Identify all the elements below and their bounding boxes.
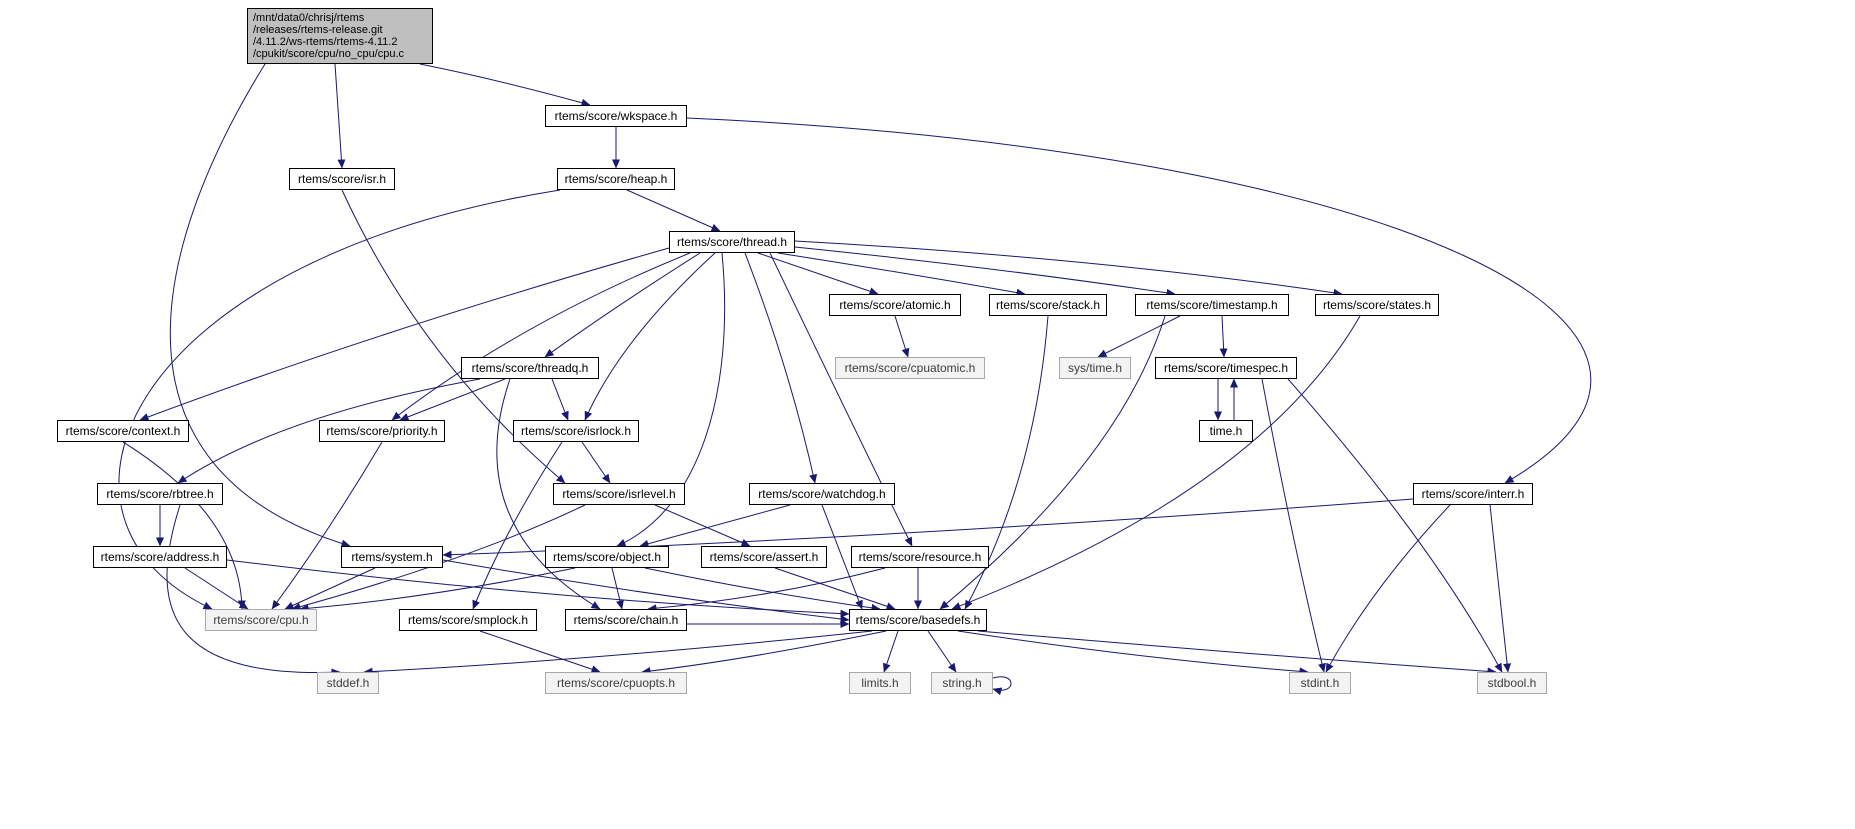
edge-object-cpu [299, 567, 576, 613]
edge-isrlevel-cpu [291, 504, 586, 611]
edge-stack-basedefs [964, 315, 1049, 610]
edge-timestamp-basedefs [939, 315, 1166, 610]
node-system[interactable]: rtems/system.h [341, 546, 443, 568]
node-stack[interactable]: rtems/score/stack.h [989, 294, 1107, 316]
edge-context-cpu [122, 441, 246, 610]
edge-system-cpu [284, 567, 376, 610]
node-assert[interactable]: rtems/score/assert.h [701, 546, 827, 568]
node-label-line: /mnt/data0/chrisj/rtems [253, 12, 365, 24]
edge-isrlock-smplock [472, 441, 563, 610]
edge-threadq-chain [496, 378, 601, 610]
node-label-line: /cpukit/score/cpu/no_cpu/cpu.c [253, 48, 405, 60]
edge-basedefs-stdint [957, 630, 1309, 676]
edge-thread-isrlock [584, 252, 716, 421]
edge-threadq-rbtree [177, 378, 481, 484]
edge-timestamp-systime [1097, 315, 1181, 358]
edge-thread-context [139, 247, 670, 421]
edge-smplock-cpuopts [479, 630, 601, 674]
edge-thread-priority [391, 252, 691, 421]
node-limits: limits.h [849, 672, 911, 694]
edge-thread-threadq [544, 252, 701, 358]
node-address[interactable]: rtems/score/address.h [93, 546, 227, 568]
node-timespec[interactable]: rtems/score/timespec.h [1155, 357, 1297, 379]
edge-address-cpu [184, 567, 249, 610]
node-cpu: rtems/score/cpu.h [205, 609, 317, 631]
edge-watchdog-object [639, 504, 791, 548]
edge-basedefs-cpuopts [641, 630, 887, 675]
edge-root-isr [334, 63, 346, 169]
edge-thread-states [794, 240, 1343, 297]
node-timestamp[interactable]: rtems/score/timestamp.h [1135, 294, 1289, 316]
edge-threadq-isrlock [551, 378, 569, 421]
edge-threadq-priority [399, 378, 506, 421]
node-isr[interactable]: rtems/score/isr.h [289, 168, 395, 190]
node-wkspace[interactable]: rtems/score/wkspace.h [545, 105, 687, 127]
node-heap[interactable]: rtems/score/heap.h [557, 168, 675, 190]
node-thread[interactable]: rtems/score/thread.h [669, 231, 795, 253]
edge-object-basedefs [644, 567, 881, 612]
edge-basedefs-string [927, 630, 957, 673]
edge-assert-basedefs [774, 567, 896, 611]
edge-isr-isrlevel [341, 189, 566, 484]
edge-states-basedefs [951, 315, 1361, 610]
edge-interr-stdint [1325, 504, 1451, 673]
node-time[interactable]: time.h [1199, 420, 1253, 442]
edge-thread-atomic [757, 252, 879, 296]
node-string: string.h [931, 672, 993, 694]
node-chain[interactable]: rtems/score/chain.h [565, 609, 687, 631]
node-root: /mnt/data0/chrisj/rtems/releases/rtems-r… [247, 8, 433, 64]
node-atomic[interactable]: rtems/score/atomic.h [829, 294, 961, 316]
node-watchdog[interactable]: rtems/score/watchdog.h [749, 483, 895, 505]
edge-system-basedefs [442, 559, 850, 623]
edge-basedefs-stddef [363, 630, 873, 676]
node-threadq[interactable]: rtems/score/threadq.h [461, 357, 599, 379]
edge-isrlevel-assert [654, 504, 751, 547]
edge-heap-thread [626, 189, 721, 232]
edge-timespec-stdbool [1287, 378, 1503, 673]
edge-root-system [169, 63, 351, 548]
edge-thread-watchdog [744, 252, 818, 484]
edge-thread-stack [777, 252, 1026, 297]
edge-atomic-cpuatomic [894, 315, 910, 358]
node-priority[interactable]: rtems/score/priority.h [319, 420, 445, 442]
node-label-line: /4.11.2/ws-rtems/rtems-4.11.2 [253, 36, 398, 48]
edge-root-wkspace [419, 63, 591, 107]
edge-string-string [992, 676, 1012, 696]
edge-watchdog-basedefs [821, 504, 863, 610]
edge-interr-stdbool [1489, 504, 1512, 673]
edge-rbtree-stddef [166, 504, 341, 677]
edge-thread-object [616, 252, 726, 547]
edge-resource-chain [647, 567, 886, 613]
node-stdint: stdint.h [1289, 672, 1351, 694]
edge-timestamp-timespec [1219, 315, 1228, 358]
node-cpuatomic: rtems/score/cpuatomic.h [835, 357, 985, 379]
node-stdbool: stdbool.h [1477, 672, 1547, 694]
edge-basedefs-stdbool [977, 630, 1497, 676]
edge-thread-timestamp [794, 246, 1176, 297]
edge-basedefs-limits [882, 630, 899, 673]
node-stddef: stddef.h [317, 672, 379, 694]
node-context[interactable]: rtems/score/context.h [57, 420, 189, 442]
node-isrlevel[interactable]: rtems/score/isrlevel.h [553, 483, 685, 505]
node-smplock[interactable]: rtems/score/smplock.h [399, 609, 537, 631]
node-basedefs[interactable]: rtems/score/basedefs.h [849, 609, 987, 631]
edge-wkspace-interr [686, 117, 1592, 484]
node-systime: sys/time.h [1059, 357, 1131, 379]
node-label-line: /releases/rtems-release.git [253, 24, 383, 36]
node-resource[interactable]: rtems/score/resource.h [851, 546, 989, 568]
node-object[interactable]: rtems/score/object.h [545, 546, 669, 568]
edge-thread-resource [769, 252, 913, 547]
edge-priority-cpu [271, 441, 383, 610]
edge-isrlock-isrlevel [581, 441, 611, 484]
node-cpuopts: rtems/score/cpuopts.h [545, 672, 687, 694]
node-states[interactable]: rtems/score/states.h [1315, 294, 1439, 316]
node-isrlock[interactable]: rtems/score/isrlock.h [513, 420, 639, 442]
node-interr[interactable]: rtems/score/interr.h [1413, 483, 1533, 505]
edge-object-chain [611, 567, 624, 610]
edge-timespec-stdint [1261, 378, 1326, 673]
node-rbtree[interactable]: rtems/score/rbtree.h [97, 483, 223, 505]
